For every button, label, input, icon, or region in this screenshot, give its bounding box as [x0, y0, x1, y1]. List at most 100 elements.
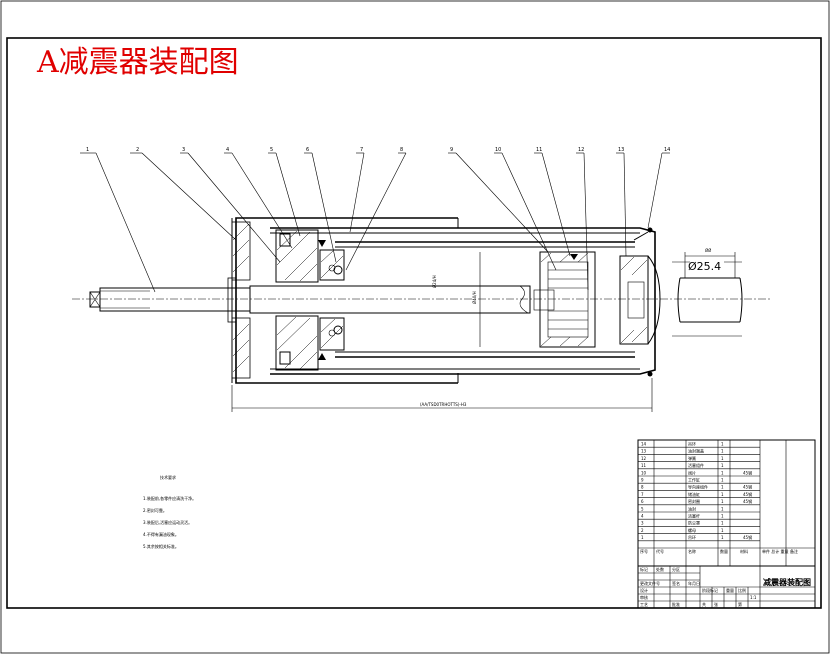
guide-seal-assembly: [275, 229, 345, 371]
balloon-numbers: 1 2 3 4 5 6 7 8 9 10 11 12 13 14: [86, 147, 670, 153]
bom-cell-name: 储油缸: [688, 491, 700, 497]
bom-cell-material: 45钢: [743, 469, 752, 475]
bom-cell-qty: 1: [721, 506, 724, 511]
bom-cell-no: 13: [641, 449, 647, 454]
part-number: 8: [400, 147, 403, 153]
piston-rod: [89, 285, 531, 314]
bom-cell-no: 4: [641, 514, 644, 519]
working-cylinder: [335, 241, 635, 358]
bom-cell-material: 45钢: [743, 484, 752, 490]
bom-cell-qty: 1: [721, 442, 724, 447]
bom-cell-name: 导向座组件: [688, 484, 708, 490]
bom-header-cell: 备注: [790, 548, 798, 554]
part-number: 1: [86, 147, 89, 153]
bom-cell-material: 45钢: [743, 491, 752, 497]
bom-cell-no: 1: [641, 535, 644, 540]
bom-cell-no: 10: [641, 470, 647, 475]
part-number: 13: [618, 147, 624, 153]
part-number: 12: [578, 147, 584, 153]
tb-label: 审核: [640, 594, 648, 600]
part-number: 4: [226, 147, 229, 153]
diameter-dimension: Ø25.4: [688, 260, 721, 273]
bom-cell-qty: 1: [721, 535, 724, 540]
bom-header-cell: 代号: [656, 548, 664, 554]
reservoir-tube: [270, 227, 656, 375]
bom-cell-no: 3: [641, 521, 644, 526]
bom-cell-name: 密封圈: [688, 498, 700, 504]
top-dim-text: ØØ: [705, 248, 711, 253]
bom-cell-name: 弹簧: [688, 455, 696, 461]
part-number: 7: [360, 147, 363, 153]
dim-text-a: Ø24/H: [432, 275, 437, 288]
bom-cell-name: 油封端盖: [688, 448, 704, 454]
bom-cell-name: 活塞杆: [688, 513, 700, 519]
part-number: 11: [536, 147, 542, 153]
tb-scale: 1:1: [750, 595, 757, 600]
part-number: 6: [306, 147, 309, 153]
bom-cell-name: 工作缸: [688, 477, 700, 483]
tech-req-item: 3.装配后,活塞应运动灵活。: [143, 519, 192, 525]
bom-cell-qty: 1: [721, 463, 724, 468]
drawing-title: A减震器装配图: [36, 45, 239, 80]
tb-label: 比例: [738, 587, 746, 593]
lifting-eye: Ø25.4 ØØ: [672, 248, 743, 337]
tb-label: 阶段标记: [702, 587, 718, 593]
part-number: 5: [270, 147, 273, 153]
bom-header-cell: 名称: [688, 548, 696, 554]
tb-label: 签名: [672, 580, 680, 586]
tb-label: 批准: [672, 601, 680, 607]
bom-cell-material: 45钢: [743, 534, 752, 540]
bom-cell-no: 9: [641, 478, 644, 483]
tb-label: 重量: [726, 587, 734, 593]
bom-header-cell: 材料: [740, 548, 748, 554]
tb-label: 标记: [640, 566, 648, 572]
tb-label: 更改文件号: [640, 580, 660, 586]
tb-label: 分区: [672, 566, 680, 572]
bom-cell-qty: 1: [721, 478, 724, 483]
bom-cell-no: 8: [641, 485, 644, 490]
bom-cell-no: 11: [641, 463, 647, 468]
part-number: 10: [495, 147, 501, 153]
bom-header-cell: 单件 总计 重量: [762, 548, 789, 554]
tb-label: 共: [702, 601, 706, 607]
bom-cell-qty: 1: [721, 499, 724, 504]
technical-requirements: 技术要求 1.装配前,各零件应清洗干净。 2.密封可靠。 3.装配后,活塞应运动…: [143, 474, 196, 549]
bom-cell-qty: 1: [721, 485, 724, 490]
tech-req-item: 4.不得有漏油现象。: [143, 531, 179, 537]
tb-label: 处数: [656, 566, 664, 572]
tech-req-item: 5.其余按相关标准。: [143, 543, 179, 549]
dim-text-b: Ø40/H: [472, 291, 477, 304]
part-number: 3: [182, 147, 185, 153]
bom-cell-qty: 1: [721, 449, 724, 454]
length-dim-text: (AA/TSD0TRHOTTS)-H3: [420, 402, 467, 407]
bom-cell-qty: 1: [721, 470, 724, 475]
part-number: 9: [450, 147, 453, 153]
tech-req-item: 2.密封可靠。: [143, 507, 167, 513]
bom-cell-name: 防尘罩: [688, 520, 700, 526]
part-number: 14: [664, 147, 670, 153]
dust-cover: [227, 217, 459, 384]
tb-label: 张: [714, 601, 718, 607]
drawing-border: [6, 37, 822, 609]
bom-cell-no: 2: [641, 528, 644, 533]
bom-cell-qty: 1: [721, 492, 724, 497]
bom-cell-no: 14: [641, 442, 647, 447]
tb-label: 年月日: [688, 580, 700, 586]
bom-cell-name: 阀片: [688, 469, 696, 475]
bom-cell-no: 6: [641, 499, 644, 504]
bom-cell-material: 45钢: [743, 498, 752, 504]
bom-cell-name: 活塞组件: [688, 462, 704, 468]
part-number: 2: [136, 147, 139, 153]
tb-label: 设计: [640, 587, 648, 593]
tb-label: 第: [738, 601, 742, 607]
bom-cell-name: 吊环: [688, 442, 696, 447]
bom-cell-no: 7: [641, 492, 644, 497]
bom-header-cell: 序号: [640, 548, 648, 554]
bom-cell-name: 吊环: [688, 535, 696, 540]
tb-drawing-name: 减震器装配图: [763, 577, 811, 587]
bom-header-cell: 数量: [720, 548, 728, 554]
bom-cell-no: 12: [641, 456, 647, 461]
tech-req-item: 1.装配前,各零件应清洗干净。: [143, 495, 196, 501]
bom-cell-name: 螺母: [688, 527, 696, 533]
